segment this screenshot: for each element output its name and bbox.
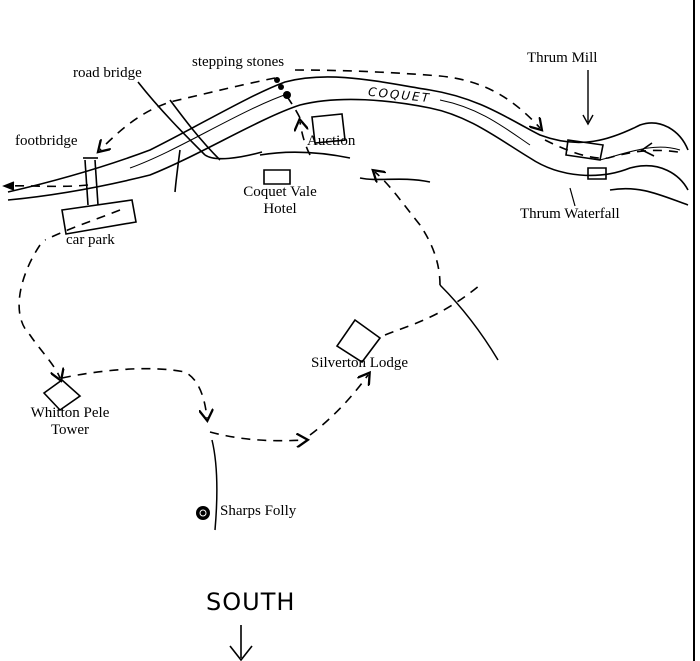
river-bank-ledge-1 [359, 177, 431, 183]
river-bank-ledge-2 [259, 151, 351, 159]
label-sharps-folly: Sharps Folly [220, 503, 297, 519]
route-leg-east-bank [294, 69, 540, 128]
sharps-folly-path [211, 439, 218, 531]
label-silverton-lodge: Silverton Lodge [311, 355, 409, 371]
river-bank-ledge-3 [609, 187, 689, 206]
route-leg-bottom [209, 431, 305, 441]
route-leg-down-west [18, 244, 60, 378]
route-leg-to-footbridge [4, 184, 89, 188]
lodge-approach-path [439, 284, 499, 361]
road-bridge-drawing [137, 81, 263, 193]
route-leg-to-mill [544, 139, 679, 160]
route-leg-pele-east [61, 367, 207, 418]
silverton-lodge-box [335, 318, 382, 364]
route-west-end-arrow [2, 181, 15, 191]
river-flow-line-2 [439, 99, 531, 146]
label-stepping-stones: stepping stones [192, 54, 285, 70]
label-whitton-pele-tower: Whitton Pele Tower [15, 405, 125, 439]
thrum-mill-box [565, 139, 604, 161]
river-north-bank [7, 76, 689, 193]
thrum-mill-pointer [582, 70, 594, 126]
label-footbridge: footbridge [15, 133, 78, 149]
thrum-waterfall-box [587, 167, 607, 180]
buildings [42, 113, 607, 412]
side-paths [211, 284, 499, 531]
south-arrow [229, 625, 253, 661]
thrum-waterfall-pointer [569, 187, 576, 207]
label-coquet-vale-hotel-line2: Hotel [263, 201, 297, 217]
whitton-pele-tower-box [42, 378, 82, 412]
auction-box [311, 113, 346, 144]
route-leg-lodge-east [384, 284, 481, 336]
route-leg-west-crossing [100, 77, 276, 150]
car-park-box [61, 199, 137, 235]
label-coquet-vale-hotel-line1: Coquet Vale [243, 184, 317, 200]
footbridge-drawing [83, 157, 99, 206]
label-car-park: car park [66, 232, 115, 248]
label-south: SOUTH [206, 588, 296, 616]
river-flow-line-3 [599, 146, 681, 161]
label-whitton-pele-tower-line1: Whitton Pele [30, 405, 110, 421]
route-leg-car-park [44, 209, 121, 241]
label-thrum-waterfall: Thrum Waterfall [520, 206, 620, 222]
label-thrum-mill: Thrum Mill [527, 50, 598, 66]
label-road-bridge: road bridge [73, 65, 142, 81]
stepping-stones-drawing [274, 77, 291, 99]
river-flow-line-1 [129, 92, 291, 169]
label-coquet-vale-hotel: Coquet Vale Hotel [230, 184, 330, 218]
sharps-folly-marker [196, 506, 210, 520]
river-south-bank [7, 98, 689, 201]
coquet-vale-hotel-box [263, 169, 291, 185]
route-leg-north [375, 172, 441, 286]
route-leg-to-lodge [309, 375, 368, 436]
route-leg-to-auction [300, 122, 311, 156]
label-whitton-pele-tower-line2: Tower [50, 422, 90, 438]
walking-route [4, 69, 679, 441]
route-east-end-arrow [640, 142, 655, 157]
route-leg-to-stones [287, 97, 301, 119]
label-auction: Auction [307, 133, 356, 149]
